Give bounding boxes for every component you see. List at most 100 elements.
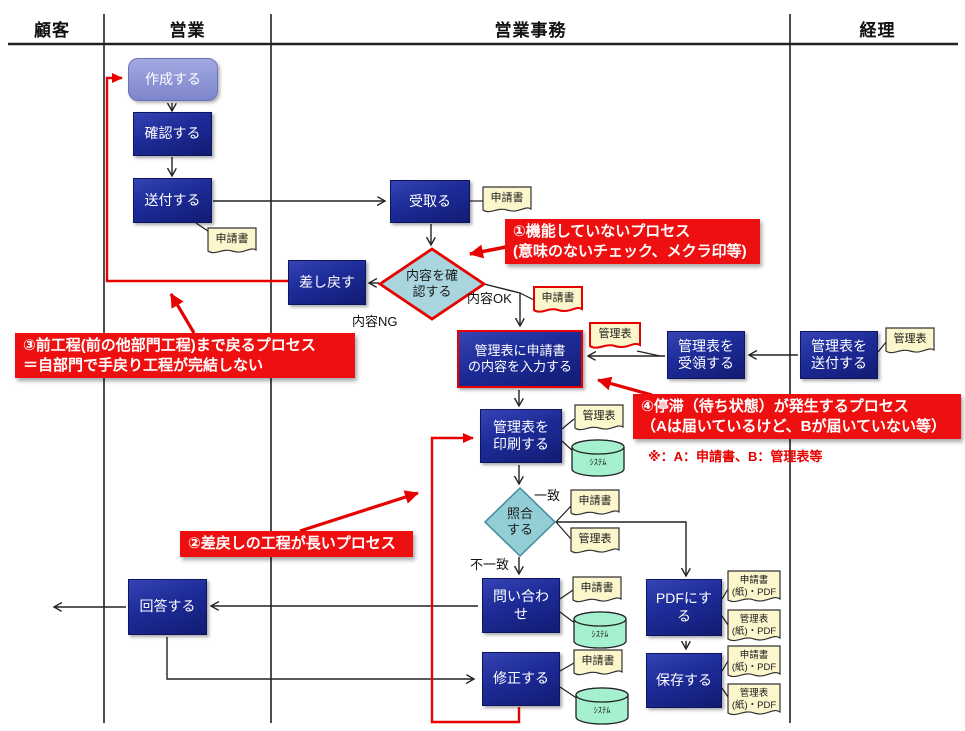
- node-to-pdf-line2: る: [677, 607, 691, 624]
- doc-shape: [727, 683, 781, 716]
- connector: [561, 418, 575, 430]
- callout-2-long-rework-process: ②差戻しの工程が長いプロセス: [180, 531, 413, 557]
- doc-shape: [570, 489, 620, 516]
- node-print-mgmt-line1: 管理表を: [493, 418, 549, 435]
- database-system: ｼｽﾃﾑ: [571, 439, 625, 477]
- doc-shape: [589, 322, 641, 349]
- node-send-back: 差し戻す: [288, 260, 366, 305]
- callout-4-waiting-state-process: ④停滞（待ち状態）が発生するプロセス （Aは届いているけど、Bが届いていない等）: [633, 394, 961, 439]
- doc-label: 管理表: [583, 408, 616, 422]
- doc-label: 申請書: [582, 653, 615, 667]
- database-system: ｼｽﾃﾑ: [573, 611, 627, 649]
- callout-3-line2: ＝自部門で手戻り工程が完結しない: [23, 356, 264, 374]
- node-reply-label: 回答する: [139, 598, 196, 615]
- db-label: ｼｽﾃﾑ: [591, 629, 609, 639]
- node-receive-label: 受取る: [409, 192, 451, 209]
- doc-mgmt-table: 管理表: [574, 404, 624, 431]
- doc-shape: [727, 645, 781, 678]
- node-to-pdf-line1: PDFにす: [655, 590, 713, 606]
- decision-collate-line1: 照合: [506, 506, 533, 522]
- node-create-label: 作成する: [145, 70, 201, 87]
- doc-mgmt-table-pdf: 管理表 (紙)・PDF: [727, 609, 781, 642]
- connector: [555, 505, 572, 523]
- db-rim: [573, 611, 627, 627]
- node-inquire-line1: 問い合わ: [493, 588, 549, 604]
- decision-confirm-text: 内容を確 認する: [392, 262, 472, 306]
- doc-label: 申請書: [491, 190, 524, 204]
- callout-2-line1: ②差戻しの工程が長いプロセス: [188, 535, 396, 552]
- doc-mgmt-table: 管理表: [570, 527, 620, 554]
- node-check-label: 確認する: [144, 125, 201, 142]
- doc-app-form: 申請書: [573, 649, 623, 676]
- node-send-mgmt: 管理表を 送付する: [800, 331, 878, 379]
- callout-1-line1: ①機能していないプロセス: [513, 223, 691, 240]
- label-match: 一致: [534, 488, 561, 503]
- callout-1-nonfunctional-process: ①機能していないプロセス (意味のないチェック、メクラ印等): [505, 219, 760, 264]
- lane-sales: 営業: [169, 21, 206, 40]
- decision-confirm-line2: 認する: [412, 284, 452, 299]
- lane-sales-admin: 営業事務: [494, 21, 567, 40]
- decision-collate-text: 照合 する: [485, 504, 555, 540]
- doc-shape: [727, 609, 781, 642]
- doc-label: 申請書: [579, 493, 612, 507]
- doc-mgmt-table-highlighted: 管理表: [589, 322, 641, 349]
- node-save-label: 保存する: [656, 671, 712, 688]
- connector: [559, 662, 575, 672]
- doc-label: 申請書: [216, 231, 249, 245]
- label-content-ng: 内容NG: [352, 314, 398, 329]
- doc-app-form: 申請書: [482, 186, 532, 213]
- lane-accounting: 経理: [859, 21, 896, 40]
- node-receive-mgmt-line2: 受領する: [678, 355, 734, 371]
- doc-label: (紙)・PDF: [732, 699, 777, 711]
- label-content-ok: 内容OK: [467, 291, 512, 306]
- node-save: 保存する: [646, 653, 722, 708]
- lane-customer: 顧客: [34, 21, 70, 40]
- doc-shape: [533, 286, 583, 313]
- db-label: ｼｽﾃﾑ: [589, 457, 607, 467]
- note-legend: ※：A：申請書、B：管理表等: [648, 449, 823, 464]
- doc-shape: [573, 649, 623, 676]
- connector: [555, 521, 572, 540]
- node-send-mgmt-line1: 管理表を: [811, 337, 867, 354]
- doc-label: 申請書: [581, 580, 614, 594]
- doc-label: 管理表: [740, 687, 769, 699]
- callout-1-line2: (意味のないチェック、メクラ印等): [513, 242, 747, 260]
- doc-app-form-pdf: 申請書 (紙)・PDF: [727, 570, 781, 603]
- doc-label: 管理表: [599, 326, 632, 340]
- doc-label: 管理表: [579, 531, 612, 545]
- db-rim: [575, 687, 629, 703]
- doc-app-form-pdf: 申請書 (紙)・PDF: [727, 645, 781, 678]
- doc-shape: [570, 527, 620, 554]
- callout-3-line1: ③前工程(前の他部門工程)まで戻るプロセス: [23, 337, 316, 354]
- doc-shape: [572, 576, 622, 603]
- node-send: 送付する: [133, 178, 212, 223]
- node-inquire: 問い合わ せ: [482, 578, 560, 633]
- callout3-arrow: [169, 293, 196, 334]
- arrow-reply-fix: [166, 637, 474, 679]
- doc-mgmt-table: 管理表: [885, 327, 935, 354]
- callout1-arrow: [469, 244, 507, 259]
- node-send-back-label: 差し戻す: [299, 273, 355, 290]
- node-to-pdf: PDFにす る: [646, 579, 722, 636]
- db-label: ｼｽﾃﾑ: [593, 705, 611, 715]
- doc-shape: [885, 327, 935, 354]
- node-send-label: 送付する: [144, 191, 201, 208]
- callout2-arrow: [299, 490, 419, 533]
- label-mismatch: 不一致: [470, 557, 510, 572]
- node-check: 確認する: [133, 112, 212, 156]
- node-receive: 受取る: [390, 180, 470, 223]
- doc-label: (紙)・PDF: [732, 625, 777, 637]
- doc-app-form: 申請書: [572, 576, 622, 603]
- doc-label: (紙)・PDF: [732, 661, 777, 673]
- node-print-mgmt: 管理表を 印刷する: [480, 409, 562, 463]
- node-print-mgmt-line2: 印刷する: [493, 436, 549, 452]
- doc-label: 管理表: [894, 331, 927, 345]
- callout4-arrow: [597, 376, 653, 397]
- connector: [519, 292, 535, 301]
- doc-label: 管理表: [740, 613, 769, 625]
- node-fix: 修正する: [482, 652, 560, 706]
- doc-shape: [727, 570, 781, 603]
- node-receive-mgmt: 管理表を 受領する: [667, 331, 745, 379]
- db-rim: [571, 439, 625, 455]
